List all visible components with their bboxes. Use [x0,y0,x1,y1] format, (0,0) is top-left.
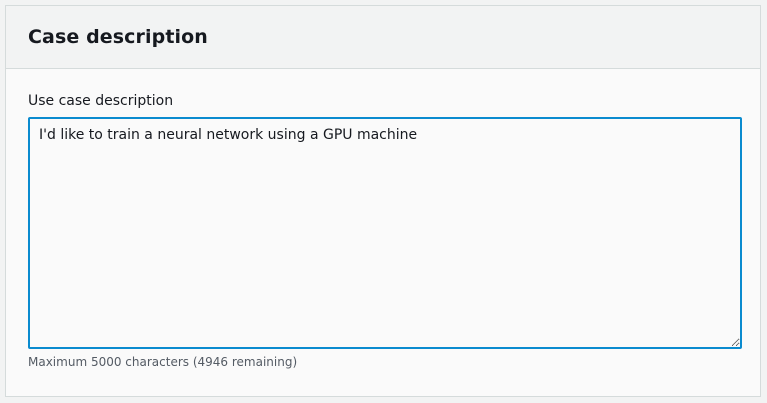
panel-title: Case description [28,26,208,48]
panel-header: Case description [6,6,760,69]
panel-body: Use case description Maximum 5000 charac… [28,92,742,370]
character-constraint-text: Maximum 5000 characters (4946 remaining) [28,354,742,370]
use-case-description-label: Use case description [28,93,174,109]
constraint-max: Maximum 5000 characters [28,355,190,369]
constraint-remaining: (4946 remaining) [192,355,298,369]
case-description-panel: Case description Use case description Ma… [5,5,761,397]
use-case-description-textarea[interactable] [28,117,742,349]
textarea-wrapper [28,117,742,349]
